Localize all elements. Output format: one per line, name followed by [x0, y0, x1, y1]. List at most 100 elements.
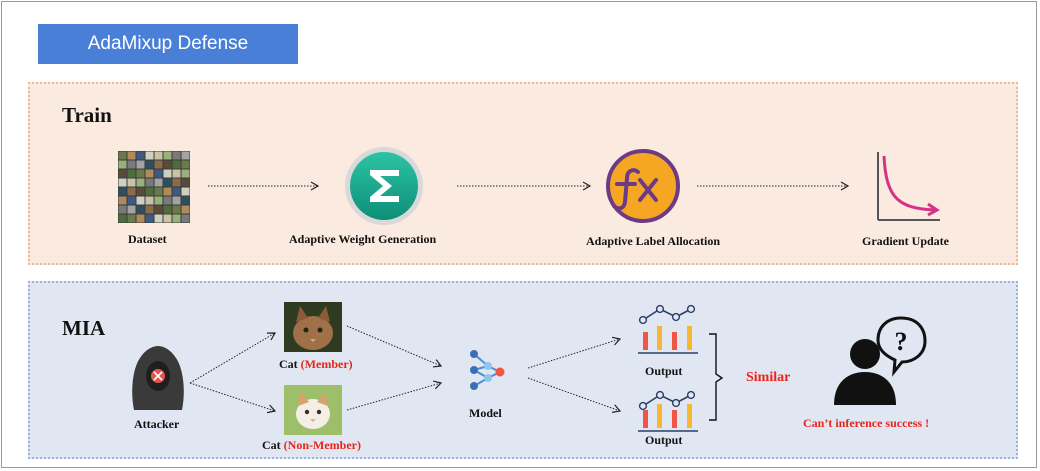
model-to-output1-arrow — [527, 336, 622, 369]
adaptive-weight-generation-label: Adaptive Weight Generation — [289, 232, 437, 246]
dataset-thumbnail — [163, 205, 172, 214]
dataset-thumbnail — [145, 205, 154, 214]
dataset-thumbnail — [118, 151, 127, 160]
similarity-brace — [709, 333, 724, 421]
svg-text:?: ? — [895, 327, 908, 356]
loss-curve-icon — [877, 152, 940, 221]
dataset-thumbnail — [136, 187, 145, 196]
attacker-to-nonmember-arrow — [189, 382, 277, 414]
function-fx-icon — [606, 149, 680, 223]
dataset-thumbnail — [154, 196, 163, 205]
dataset-thumbnail — [154, 205, 163, 214]
thinking-person-icon: ? — [834, 316, 927, 405]
dataset-thumbnail — [118, 196, 127, 205]
model-label: Model — [469, 406, 502, 420]
sigma-icon — [345, 147, 423, 225]
output-label-2: Output — [645, 433, 683, 447]
dataset-thumbnail — [181, 160, 190, 169]
dataset-thumbnail — [145, 160, 154, 169]
dataset-thumbnail — [145, 151, 154, 160]
mia-heading: MIA — [62, 316, 106, 340]
dataset-thumbnail — [145, 187, 154, 196]
dataset-thumbnail — [145, 196, 154, 205]
nonmember-to-model-arrow — [346, 380, 443, 411]
dataset-thumbnail — [172, 151, 181, 160]
dataset-thumbnail — [127, 196, 136, 205]
dataset-thumbnail — [118, 169, 127, 178]
member-to-model-arrow — [346, 325, 443, 368]
dataset-thumbnail — [136, 151, 145, 160]
dataset-thumbnail — [163, 178, 172, 187]
dataset-thumbnail — [136, 196, 145, 205]
dataset-thumbnail — [172, 187, 181, 196]
dataset-thumbnail — [154, 187, 163, 196]
similar-label: Similar — [746, 370, 791, 385]
dataset-thumbnail — [163, 196, 172, 205]
gradient-update-label: Gradient Update — [862, 234, 949, 248]
dataset-thumbnail — [136, 169, 145, 178]
non-member-cat-label: Cat (Non-Member) — [262, 438, 361, 452]
dataset-thumbnail — [163, 151, 172, 160]
dataset-thumbnail — [118, 178, 127, 187]
adaptive-label-allocation-label: Adaptive Label Allocation — [586, 234, 721, 248]
dataset-thumbnail — [181, 214, 190, 223]
dataset-thumbnail — [172, 169, 181, 178]
dataset-thumbnail — [127, 151, 136, 160]
model-to-output2-arrow — [527, 377, 622, 413]
dataset-thumbnail — [127, 160, 136, 169]
hooded-attacker-icon — [132, 346, 184, 410]
dataset-thumbnail — [118, 205, 127, 214]
train-heading: Train — [62, 103, 112, 127]
dataset-thumbnail — [172, 205, 181, 214]
title-banner: AdaMixup Defense — [38, 24, 298, 64]
image-grid-icon — [118, 151, 190, 223]
mia-panel — [28, 281, 1018, 459]
dataset-thumbnail — [127, 214, 136, 223]
dataset-thumbnail — [154, 214, 163, 223]
dataset-thumbnail — [127, 205, 136, 214]
attacker-to-member-arrow — [189, 332, 277, 384]
dataset-thumbnail — [163, 187, 172, 196]
dataset-thumbnail — [154, 151, 163, 160]
cannot-infer-label: Can’t inference success ! — [803, 416, 930, 430]
dataset-thumbnail — [127, 169, 136, 178]
dataset-thumbnail — [163, 214, 172, 223]
dataset-thumbnail — [154, 178, 163, 187]
output-label-1: Output — [645, 364, 683, 378]
dataset-thumbnail — [154, 160, 163, 169]
member-cat-label: Cat (Member) — [279, 357, 353, 371]
dataset-thumbnail — [127, 187, 136, 196]
dataset-thumbnail — [181, 169, 190, 178]
dataset-label: Dataset — [128, 232, 167, 246]
dataset-thumbnail — [145, 169, 154, 178]
output-chart-icon-1 — [638, 304, 698, 354]
dataset-thumbnail — [181, 205, 190, 214]
dataset-thumbnail — [163, 160, 172, 169]
dataset-thumbnail — [136, 178, 145, 187]
non-member-cat-image — [284, 385, 342, 435]
dataset-thumbnail — [181, 151, 190, 160]
dataset-thumbnail — [145, 178, 154, 187]
member-cat-image — [284, 302, 342, 352]
dataset-thumbnail — [118, 214, 127, 223]
neural-network-icon — [470, 350, 505, 390]
dataset-thumbnail — [118, 160, 127, 169]
dataset-thumbnail — [136, 205, 145, 214]
dataset-thumbnail — [136, 160, 145, 169]
dataset-thumbnail — [172, 214, 181, 223]
dataset-thumbnail — [181, 178, 190, 187]
dataset-thumbnail — [163, 169, 172, 178]
dataset-thumbnail — [181, 196, 190, 205]
dataset-thumbnail — [181, 187, 190, 196]
dataset-thumbnail — [154, 169, 163, 178]
output-chart-icon-2 — [638, 390, 698, 432]
dataset-thumbnail — [136, 214, 145, 223]
train-panel — [28, 82, 1018, 265]
dataset-thumbnail — [172, 178, 181, 187]
dataset-thumbnail — [172, 160, 181, 169]
dataset-thumbnail — [118, 187, 127, 196]
dataset-thumbnail — [172, 196, 181, 205]
dataset-thumbnail — [127, 178, 136, 187]
